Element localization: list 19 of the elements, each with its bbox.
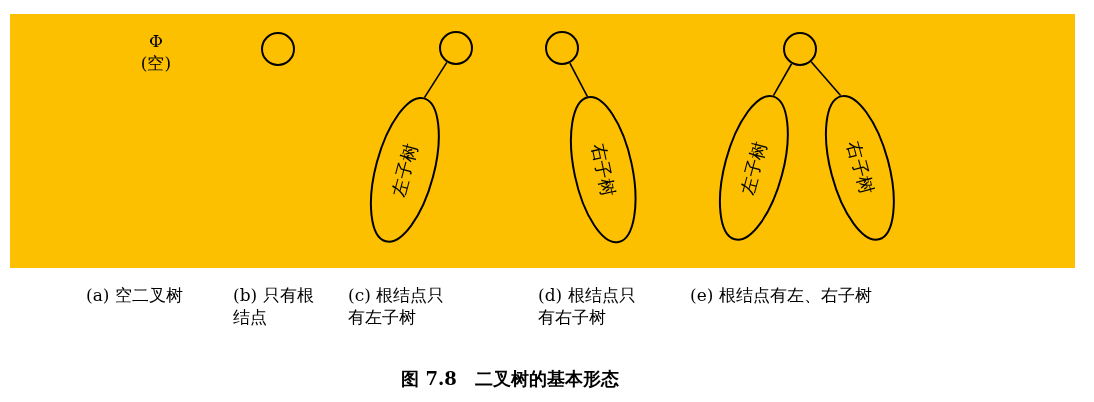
subtree-blob: 左子树: [369, 96, 441, 244]
figure-caption: 图 7.8 二叉树的基本形态: [400, 368, 620, 390]
subfigure-label: (d) 根结点只有右子树: [538, 284, 637, 328]
connector-line: [772, 62, 793, 97]
empty-tree-label: Φ (空): [139, 30, 173, 74]
subfigure-label: (b) 只有根结点: [233, 284, 315, 328]
connector-line: [569, 62, 589, 98]
subfigure-label: (e) 根结点有左、右子树: [690, 284, 873, 306]
subtree-blob: 右子树: [824, 94, 896, 242]
root-circle: [439, 31, 473, 65]
subfigure-label: (a) 空二叉树: [86, 284, 184, 306]
subtree-blob: 左子树: [718, 94, 790, 242]
subfigure-label: (c) 根结点只有左子树: [348, 284, 446, 328]
root-circle: [545, 31, 579, 65]
connector-line: [810, 61, 842, 97]
subtree-blob: 右子树: [568, 95, 638, 245]
root-circle: [783, 32, 817, 66]
root-circle: [261, 32, 295, 66]
connector-line: [423, 61, 448, 99]
